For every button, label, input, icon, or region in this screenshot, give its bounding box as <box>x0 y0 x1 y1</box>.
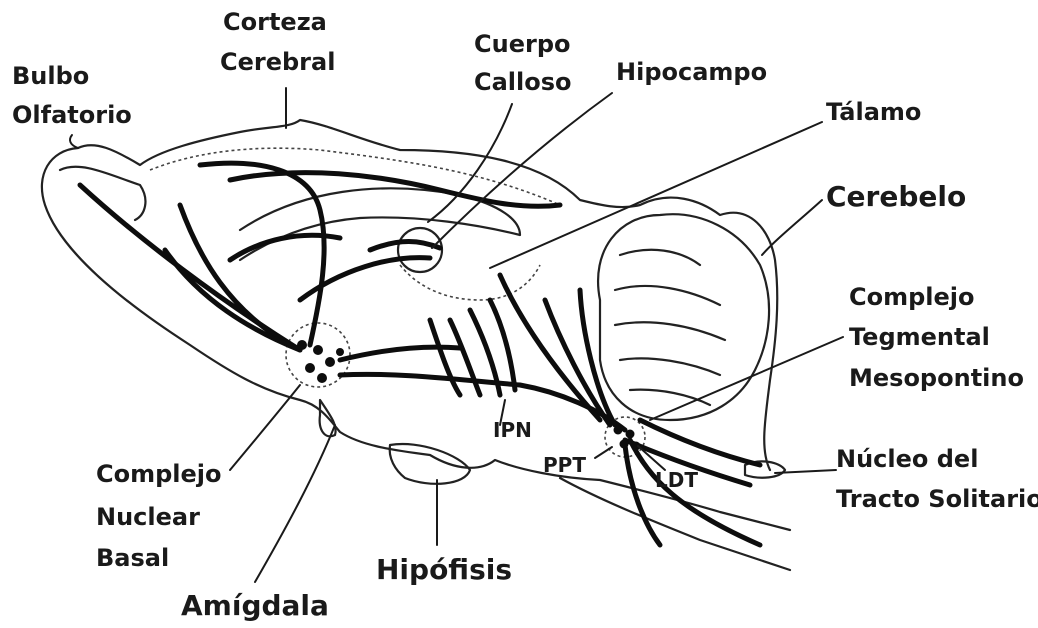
cerebellum-shape <box>598 214 769 420</box>
label-cuerpo-1: Cuerpo <box>474 32 570 56</box>
label-ppt: PPT <box>543 455 586 475</box>
basal-nuclei-dots <box>297 340 344 383</box>
cerebellum-folia <box>615 250 725 405</box>
thalamus-contour <box>400 265 540 300</box>
label-nucleo-2: Tracto Solitario <box>836 487 1038 511</box>
label-complejo-tegmental-3: Mesopontino <box>849 366 1024 390</box>
label-ldt: LDT <box>655 470 698 490</box>
label-corteza-1: Corteza <box>223 10 327 34</box>
label-hipocampo: Hipocampo <box>616 60 767 84</box>
label-hipofisis: Hipófisis <box>376 556 512 584</box>
label-ipn: IPN <box>493 420 532 440</box>
label-talamo: Tálamo <box>826 100 921 124</box>
label-bulbo-1: Bulbo <box>12 64 89 88</box>
label-complejo-tegmental-1: Complejo <box>849 285 975 309</box>
label-corteza-2: Cerebral <box>220 50 335 74</box>
label-complejo-tegmental-2: Tegmental <box>849 325 990 349</box>
label-cerebelo: Cerebelo <box>826 183 966 211</box>
label-complejo-nuclear-3: Basal <box>96 546 169 570</box>
label-amigdala: Amígdala <box>181 592 329 620</box>
label-cuerpo-2: Calloso <box>474 70 572 94</box>
olfactory-bulb-contour <box>60 167 145 220</box>
label-nucleo-1: Núcleo del <box>836 447 978 471</box>
label-complejo-nuclear-2: Nuclear <box>96 505 200 529</box>
hippocampus-shape <box>398 228 442 272</box>
label-bulbo-2: Olfatorio <box>12 103 132 127</box>
label-complejo-nuclear-1: Complejo <box>96 462 222 486</box>
